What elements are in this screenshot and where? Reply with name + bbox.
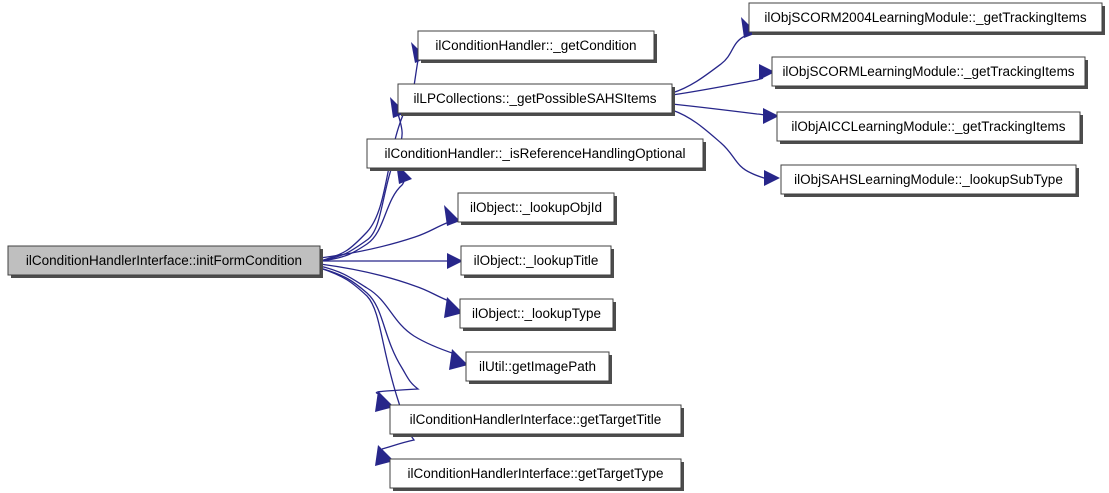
node-label: ilConditionHandlerInterface::getTargetTy… <box>408 466 664 481</box>
node-box[interactable] <box>776 111 1081 142</box>
edge-line <box>319 221 450 259</box>
edge-line <box>319 265 456 355</box>
graph-node[interactable]: ilObjSCORM2004LearningModule::_getTracki… <box>748 2 1105 35</box>
node-label: ilUtil::getImagePath <box>479 359 596 374</box>
node-label: ilConditionHandler::_getCondition <box>435 38 636 53</box>
node-label: ilConditionHandlerInterface::getTargetTi… <box>410 412 662 427</box>
node-box[interactable] <box>417 30 655 61</box>
graph-node[interactable]: ilObjSCORMLearningModule::_getTrackingIt… <box>771 56 1088 89</box>
node-box[interactable] <box>7 245 321 276</box>
graph-node-root[interactable]: ilConditionHandlerInterface::initFormCon… <box>7 245 323 278</box>
call-edge <box>319 265 468 370</box>
edge-line <box>319 267 420 396</box>
node-box[interactable] <box>366 138 704 169</box>
node-label: ilObjSAHSLearningModule::_lookupSubType <box>794 172 1063 187</box>
arrowhead-icon <box>444 205 460 226</box>
edge-line <box>319 113 403 262</box>
edge-line <box>319 267 416 450</box>
arrowhead-icon <box>447 253 463 269</box>
nodes-layer: ilConditionHandlerInterface::initFormCon… <box>7 2 1105 491</box>
node-box[interactable] <box>459 298 614 329</box>
node-label: ilObjSCORMLearningModule::_getTrackingIt… <box>782 64 1074 79</box>
call-edge <box>671 109 780 186</box>
edge-line <box>319 181 405 262</box>
node-label: ilObject::_lookupType <box>472 306 601 321</box>
arrowhead-icon <box>449 349 468 370</box>
edge-line <box>319 263 450 302</box>
call-edge <box>319 267 420 412</box>
graph-node[interactable]: ilObject::_lookupObjId <box>457 192 617 225</box>
node-box[interactable] <box>397 83 673 114</box>
call-edge <box>319 163 412 262</box>
arrowhead-icon <box>764 170 780 186</box>
arrowhead-icon <box>375 391 394 412</box>
node-box[interactable] <box>780 164 1077 195</box>
call-edge <box>671 64 775 96</box>
node-box[interactable] <box>389 404 682 435</box>
node-box[interactable] <box>389 458 682 489</box>
edge-line <box>671 103 767 116</box>
node-box[interactable] <box>465 351 610 382</box>
node-label: ilObject::_lookupObjId <box>470 200 602 215</box>
node-label: ilObject::_lookupTitle <box>474 253 599 268</box>
graph-node[interactable]: ilLPCollections::_getPossibleSAHSItems <box>397 83 675 116</box>
graph-node[interactable]: ilConditionHandler::_isReferenceHandling… <box>366 138 706 171</box>
graph-node[interactable]: ilObjSAHSLearningModule::_lookupSubType <box>780 164 1079 197</box>
node-box[interactable] <box>748 2 1103 33</box>
graph-node[interactable]: ilObject::_lookupTitle <box>460 245 614 278</box>
graph-node[interactable]: ilConditionHandler::_getCondition <box>417 30 657 63</box>
node-box[interactable] <box>457 192 615 223</box>
node-label: ilLPCollections::_getPossibleSAHSItems <box>413 91 656 106</box>
edge-line <box>671 109 768 180</box>
node-box[interactable] <box>460 245 612 276</box>
node-label: ilObjSCORM2004LearningModule::_getTracki… <box>764 10 1086 25</box>
call-edge <box>671 17 757 94</box>
node-label: ilObjAICCLearningModule::_getTrackingIte… <box>791 119 1065 134</box>
arrowhead-icon <box>444 297 463 318</box>
arrowhead-icon <box>763 108 779 124</box>
arrowhead-icon <box>375 445 394 466</box>
edge-line <box>671 77 764 96</box>
graph-node[interactable]: ilObject::_lookupType <box>459 298 616 331</box>
graph-node[interactable]: ilConditionHandlerInterface::getTargetTy… <box>389 458 684 491</box>
call-edge <box>319 267 416 466</box>
arrowhead-icon <box>759 64 775 80</box>
call-edge <box>319 263 463 318</box>
call-edge <box>671 103 779 124</box>
graph-node[interactable]: ilObjAICCLearningModule::_getTrackingIte… <box>776 111 1083 144</box>
node-label: ilConditionHandlerInterface::initFormCon… <box>26 253 302 268</box>
call-edge <box>319 205 460 259</box>
graph-node[interactable]: ilConditionHandlerInterface::getTargetTi… <box>389 404 684 437</box>
call-edge <box>320 253 463 269</box>
node-box[interactable] <box>771 56 1086 87</box>
graph-node[interactable]: ilUtil::getImagePath <box>465 351 612 384</box>
node-label: ilConditionHandler::_isReferenceHandling… <box>385 146 686 161</box>
